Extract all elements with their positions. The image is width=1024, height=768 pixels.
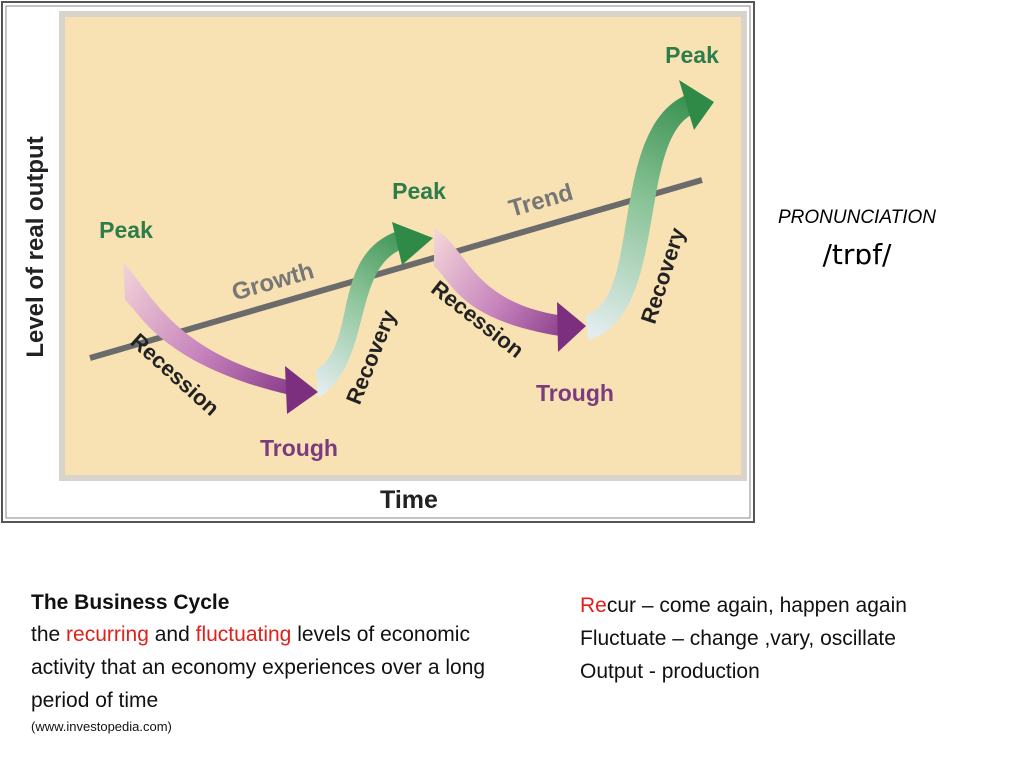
- recovery-arrow-2: [586, 95, 693, 340]
- pronunciation-label: PRONUNCIATION: [778, 207, 936, 228]
- vocab-output: Output - production: [580, 660, 760, 683]
- keyword-recurring: recurring: [66, 623, 149, 646]
- keyword-fluctuating: fluctuating: [195, 623, 292, 646]
- business-cycle-diagram: Level of real output Time Growth Trend P…: [1, 1, 755, 523]
- vocab-recur-prefix: Re: [580, 594, 607, 617]
- x-axis-label: Time: [380, 486, 438, 514]
- trough-label-1: Trough: [260, 435, 338, 461]
- y-axis-label: Level of real output: [22, 136, 49, 357]
- vocab-fluctuate: Fluctuate – change ,vary, oscillate: [580, 627, 896, 650]
- definition-the: the: [31, 623, 67, 646]
- definition-text: the recurring and fluctuating levels of …: [31, 618, 511, 717]
- vocab-recur: Recur – come again, happen again: [580, 589, 1010, 622]
- peak-label-2: Peak: [392, 178, 446, 204]
- recovery-arrowhead-1: [392, 222, 433, 265]
- trend-line: [89, 177, 703, 361]
- vocab-recur-rest: cur – come again, happen again: [606, 594, 907, 617]
- recession-arrowhead-1: [285, 366, 318, 414]
- recovery-arrow-1: [316, 232, 400, 398]
- pronunciation-value: /trɒf/: [822, 238, 892, 271]
- vocabulary-list: Recur – come again, happen again Fluctua…: [580, 589, 1010, 688]
- definition-block: The Business Cycle the recurring and flu…: [31, 588, 511, 737]
- definition-title: The Business Cycle: [31, 591, 230, 614]
- peak-label-1: Peak: [99, 217, 153, 243]
- recession-arrow-2: [434, 228, 560, 336]
- trough-label-2: Trough: [536, 380, 614, 406]
- definition-and: and: [148, 623, 196, 646]
- peak-label-3: Peak: [665, 42, 719, 68]
- definition-rest: levels of economic activity that an econ…: [31, 623, 486, 712]
- recovery-arrowhead-2: [679, 80, 714, 130]
- recession-arrow-1: [123, 262, 290, 395]
- recession-arrowhead-2: [557, 302, 586, 352]
- definition-source: (www.investopedia.com): [31, 719, 172, 734]
